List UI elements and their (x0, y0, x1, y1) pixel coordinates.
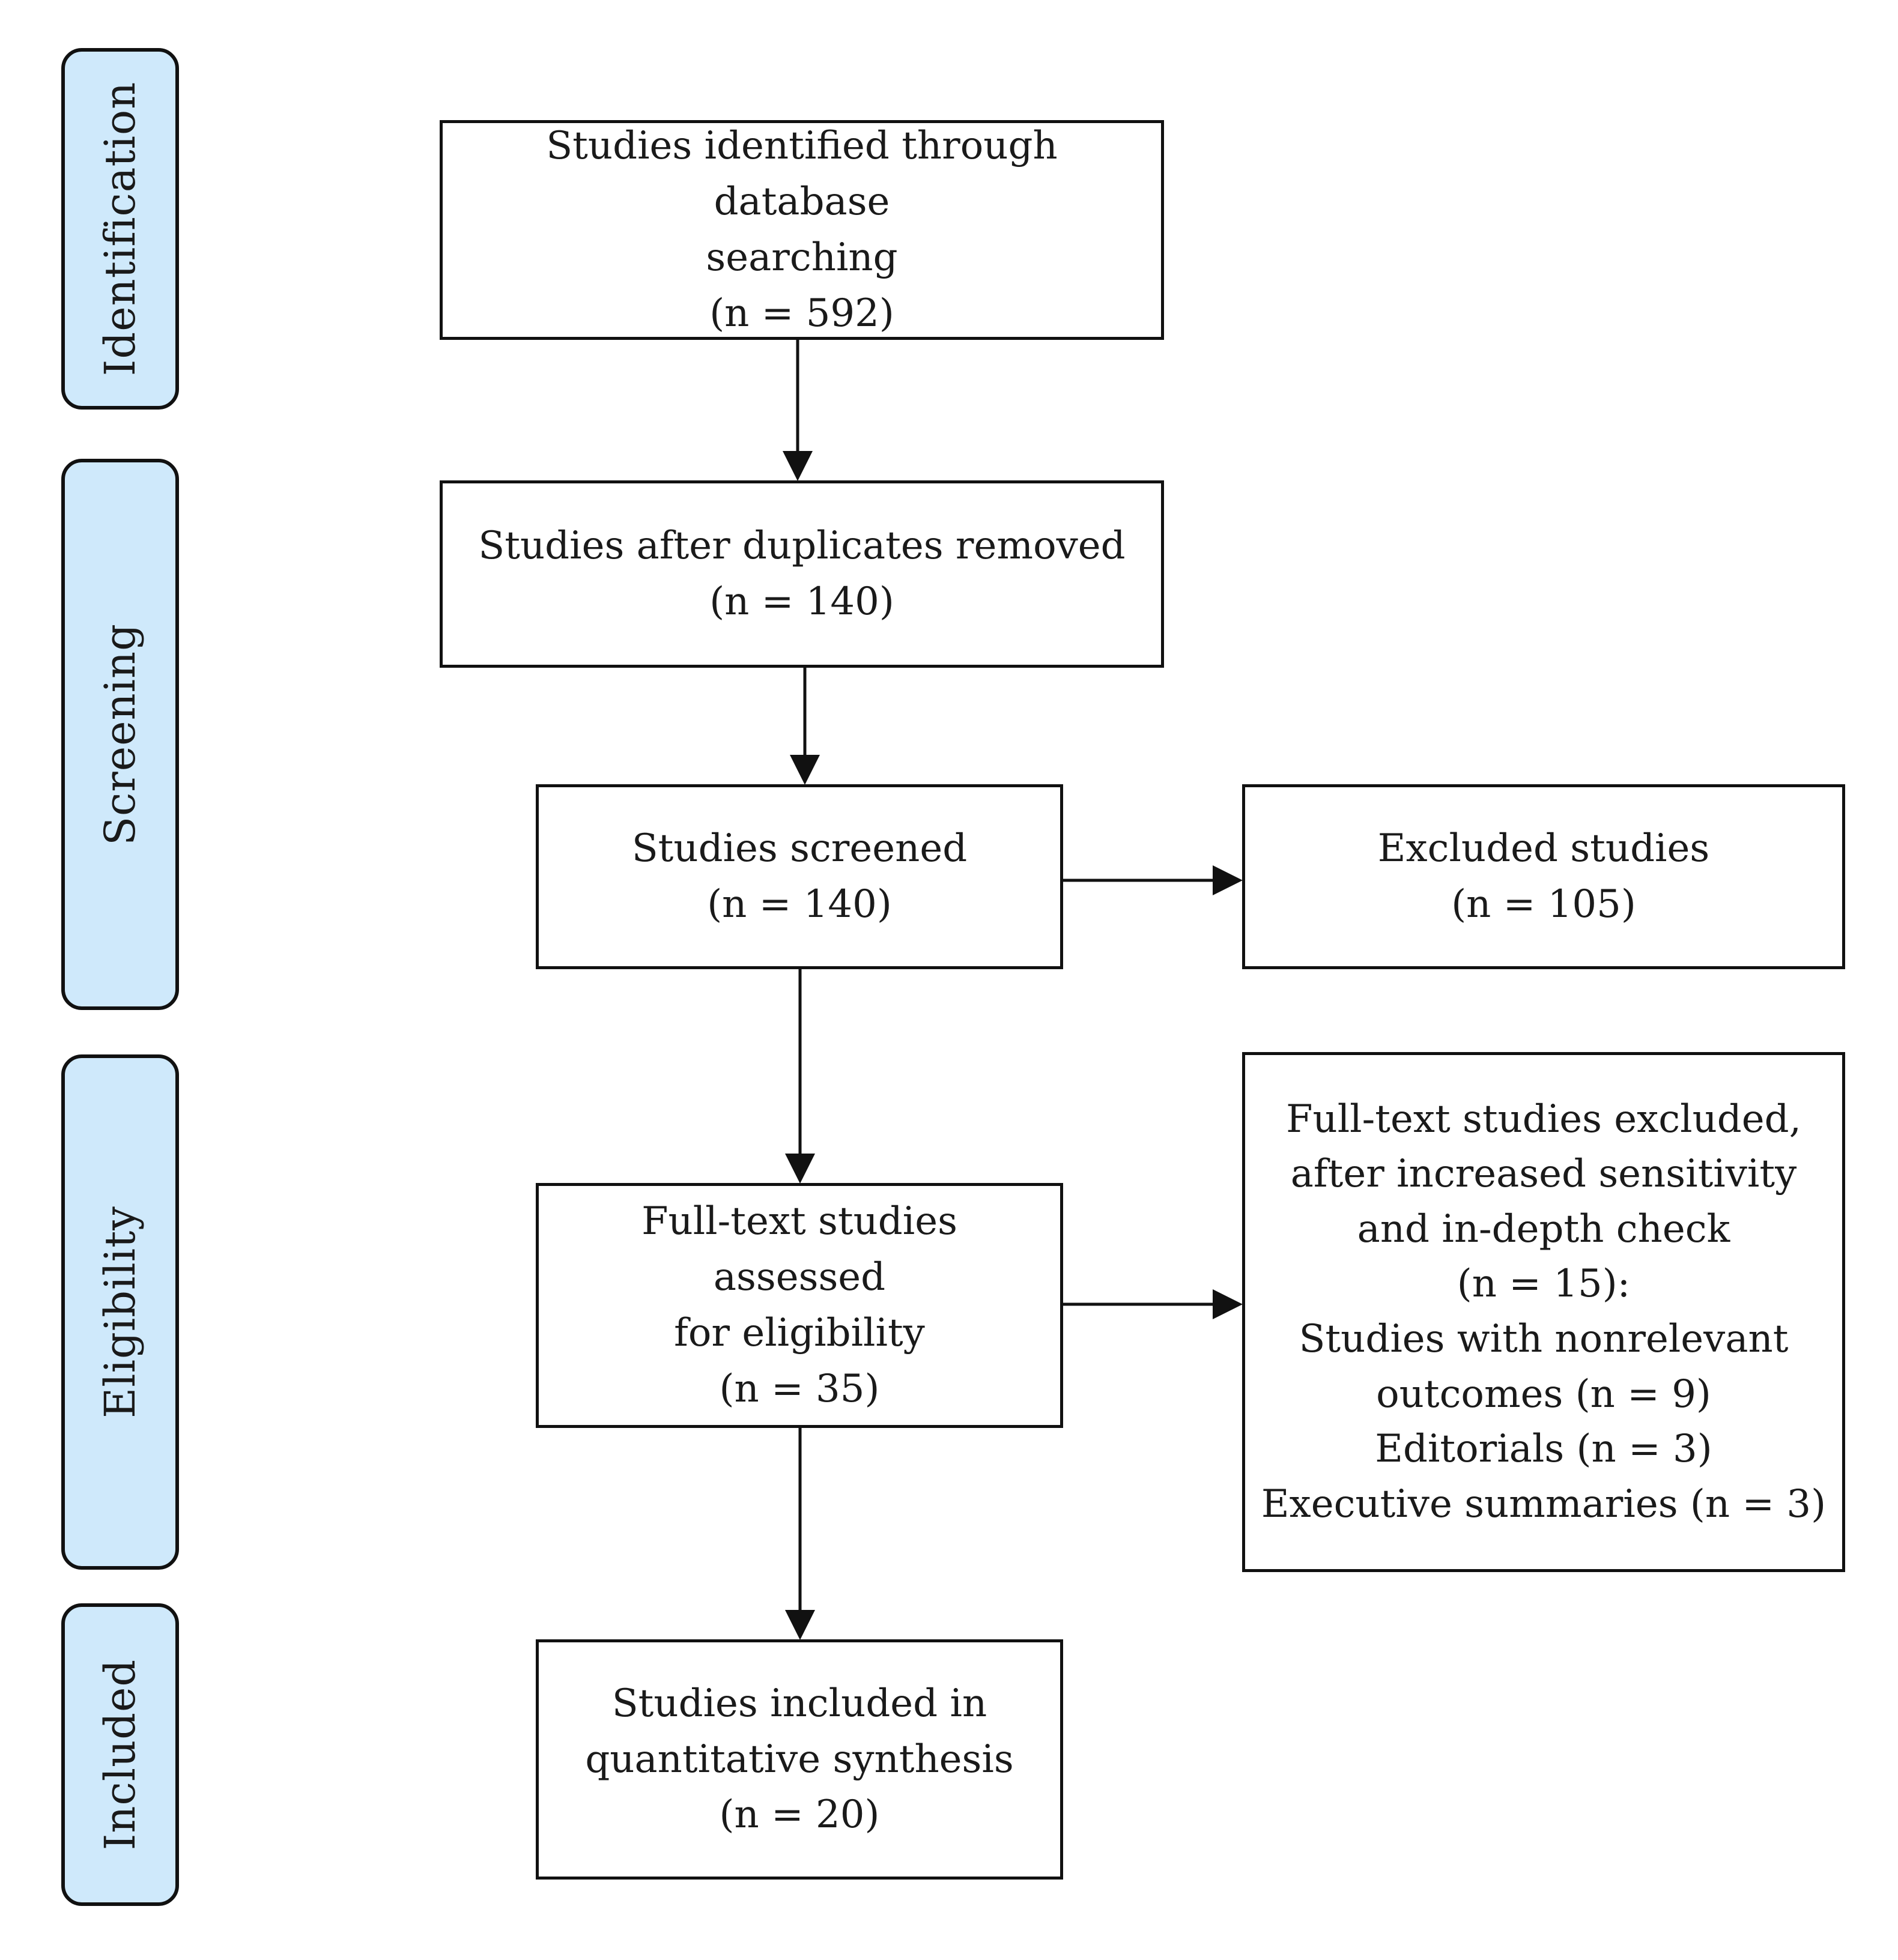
stage-included-label: Included (96, 1659, 145, 1851)
stage-included: Included (61, 1603, 179, 1906)
box-identified: Studies identified through database sear… (440, 120, 1164, 340)
box-deduplicated-line1: Studies after duplicates removed (478, 524, 1126, 569)
box-included-line1: Studies included in (611, 1681, 987, 1726)
box-included-count: (n = 20) (719, 1792, 880, 1838)
box-included-line2: quantitative synthesis (585, 1737, 1014, 1782)
box-fulltext-excluded-line2: after increased sensitivity (1290, 1152, 1797, 1197)
box-fulltext-excluded-reason2: Editorials (n = 3) (1375, 1427, 1712, 1472)
box-deduplicated-count: (n = 140) (709, 579, 894, 624)
box-fulltext-excluded-text: Full-text studies excluded, after increa… (1252, 1092, 1836, 1532)
box-included: Studies included in quantitative synthes… (536, 1639, 1063, 1880)
box-excluded-count: (n = 105) (1451, 882, 1636, 927)
stage-eligibility: Eligibility (61, 1054, 179, 1570)
box-assessed-line1: Full-text studies assessed (641, 1199, 957, 1300)
box-excluded-text: Excluded studies (n = 105) (1360, 821, 1727, 933)
stage-eligibility-label: Eligibility (96, 1206, 145, 1418)
box-excluded: Excluded studies (n = 105) (1242, 784, 1845, 969)
box-excluded-line1: Excluded studies (1377, 826, 1710, 871)
box-fulltext-excluded-reason1b: outcomes (n = 9) (1376, 1372, 1711, 1417)
box-included-text: Studies included in quantitative synthes… (567, 1676, 1031, 1843)
box-deduplicated: Studies after duplicates removed (n = 14… (440, 480, 1164, 668)
box-identified-line2: searching (706, 235, 898, 280)
box-deduplicated-text: Studies after duplicates removed (n = 14… (460, 518, 1143, 630)
box-screened: Studies screened (n = 140) (536, 784, 1063, 969)
box-fulltext-excluded-reason3: Executive summaries (n = 3) (1261, 1481, 1827, 1526)
stage-identification: Identification (61, 48, 179, 410)
box-fulltext-excluded-line1: Full-text studies excluded, (1286, 1096, 1801, 1142)
box-identified-text: Studies identified through database sear… (443, 118, 1161, 341)
box-identified-count: (n = 592) (709, 291, 894, 336)
box-screened-line1: Studies screened (631, 826, 968, 871)
box-assessed-line2: for eligibility (674, 1311, 925, 1355)
box-fulltext-excluded-count: (n = 15): (1457, 1262, 1631, 1307)
stage-screening-label: Screening (96, 623, 145, 845)
box-assessed-count: (n = 35) (719, 1366, 880, 1411)
box-assessed: Full-text studies assessed for eligibili… (536, 1183, 1063, 1428)
box-screened-count: (n = 140) (707, 882, 892, 927)
box-identified-line1: Studies identified through database (546, 124, 1058, 225)
stage-identification-label: Identification (96, 81, 145, 377)
box-assessed-text: Full-text studies assessed for eligibili… (539, 1194, 1060, 1417)
box-fulltext-excluded-line3: and in-depth check (1357, 1206, 1730, 1251)
box-fulltext-excluded-reason1: Studies with nonrelevant (1299, 1317, 1789, 1361)
box-fulltext-excluded: Full-text studies excluded, after increa… (1242, 1052, 1845, 1572)
box-screened-text: Studies screened (n = 140) (614, 821, 985, 933)
stage-screening: Screening (61, 459, 179, 1010)
